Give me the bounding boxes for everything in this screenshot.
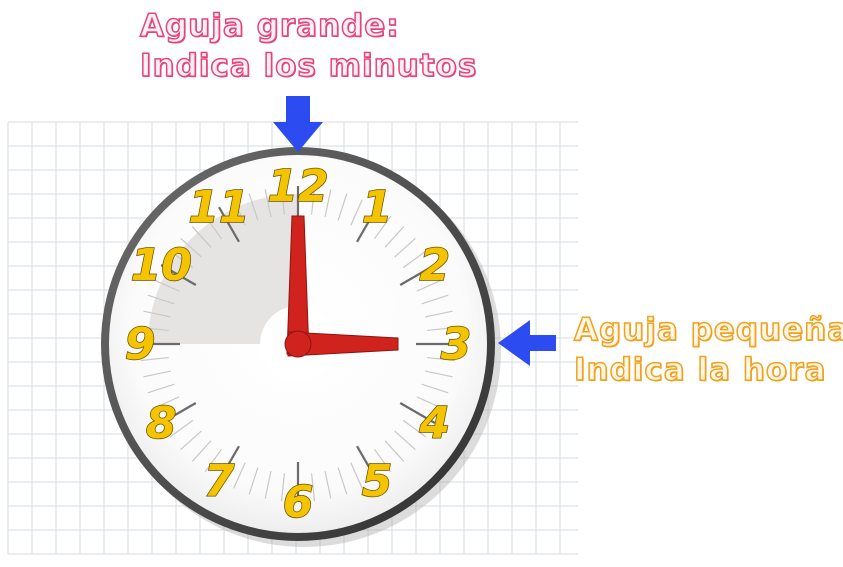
- hour-number: 8: [146, 398, 177, 449]
- minute-tick: [204, 215, 223, 240]
- minute-tick: [310, 186, 316, 215]
- hour-hand-caption: Aguja pequeña: Indica la hora: [573, 310, 843, 390]
- minute-tick: [416, 279, 443, 292]
- minute-tick: [180, 430, 202, 451]
- minute-hand-caption: Aguja grande: Indica los minutos: [139, 6, 478, 86]
- minute-tick: [421, 383, 449, 394]
- minute-tick: [280, 186, 286, 215]
- minute-tick: [248, 467, 259, 495]
- minute-tick: [169, 419, 194, 438]
- minute-caption-line2: Indica los minutos: [139, 47, 478, 85]
- minute-tick: [350, 199, 363, 226]
- minute-tick: [143, 310, 171, 318]
- hour-number: 3: [441, 319, 472, 370]
- hour-tick: [399, 264, 436, 286]
- hour-tick: [399, 402, 436, 424]
- hour-tick: [218, 206, 240, 243]
- minute-tick: [180, 237, 202, 258]
- minute-tick: [310, 473, 316, 502]
- elapsed-time-sector: [148, 194, 298, 344]
- minute-tick: [264, 189, 272, 217]
- hour-caption-line1: Aguja pequeña:: [573, 311, 843, 349]
- hour-number: 1: [362, 182, 393, 233]
- hand-hub: [284, 330, 312, 358]
- minute-tick: [204, 448, 223, 473]
- minute-tick: [191, 226, 212, 248]
- minute-tick: [143, 370, 171, 378]
- minute-tick: [191, 440, 212, 462]
- minute-tick: [394, 237, 416, 258]
- clock-hands: [284, 215, 399, 358]
- minute-ticks: [140, 186, 456, 502]
- hour-tick: [356, 445, 378, 482]
- minute-tick: [394, 430, 416, 451]
- minute-tick: [416, 396, 443, 409]
- minute-tick: [140, 326, 169, 332]
- hour-number: 7: [204, 456, 235, 507]
- minute-tick: [169, 250, 194, 269]
- minute-tick: [280, 473, 286, 502]
- hour-number: 4: [418, 398, 450, 449]
- minute-tick: [337, 467, 348, 495]
- minute-tick: [248, 193, 259, 221]
- minute-tick: [350, 462, 363, 489]
- minute-tick: [384, 226, 405, 248]
- minute-tick: [264, 471, 272, 499]
- minute-tick: [373, 215, 392, 240]
- minute-tick: [421, 294, 449, 305]
- arrow-down-icon: [273, 96, 323, 152]
- minute-tick: [233, 199, 246, 226]
- minute-tick: [427, 326, 456, 332]
- minute-tick: [153, 279, 180, 292]
- hour-tick: [160, 264, 197, 286]
- hour-tick: [160, 402, 197, 424]
- arrow-left-icon: [498, 320, 556, 366]
- minute-tick: [147, 294, 175, 305]
- minute-tick: [233, 462, 246, 489]
- hour-number: 10: [131, 240, 192, 291]
- minute-tick: [427, 356, 456, 362]
- minute-tick: [324, 471, 332, 499]
- minute-tick: [153, 396, 180, 409]
- hour-number: 5: [362, 456, 393, 507]
- minute-tick: [425, 310, 453, 318]
- minute-tick: [373, 448, 392, 473]
- minute-tick: [402, 250, 427, 269]
- hour-caption-line2: Indica la hora: [573, 351, 827, 389]
- minute-tick: [425, 370, 453, 378]
- hour-number: 6: [283, 477, 314, 528]
- hour-number: 2: [419, 240, 450, 291]
- minute-tick: [402, 419, 427, 438]
- hour-number: 11: [188, 182, 249, 233]
- hour-tick: [356, 206, 378, 243]
- hour-tick: [218, 445, 240, 482]
- minute-caption-line1: Aguja grande:: [139, 7, 400, 45]
- minute-tick: [384, 440, 405, 462]
- minute-tick: [147, 383, 175, 394]
- minute-tick: [337, 193, 348, 221]
- hour-number: 9: [125, 319, 156, 370]
- minute-tick: [140, 356, 169, 362]
- hour-number: 12: [267, 161, 328, 212]
- minute-tick: [324, 189, 332, 217]
